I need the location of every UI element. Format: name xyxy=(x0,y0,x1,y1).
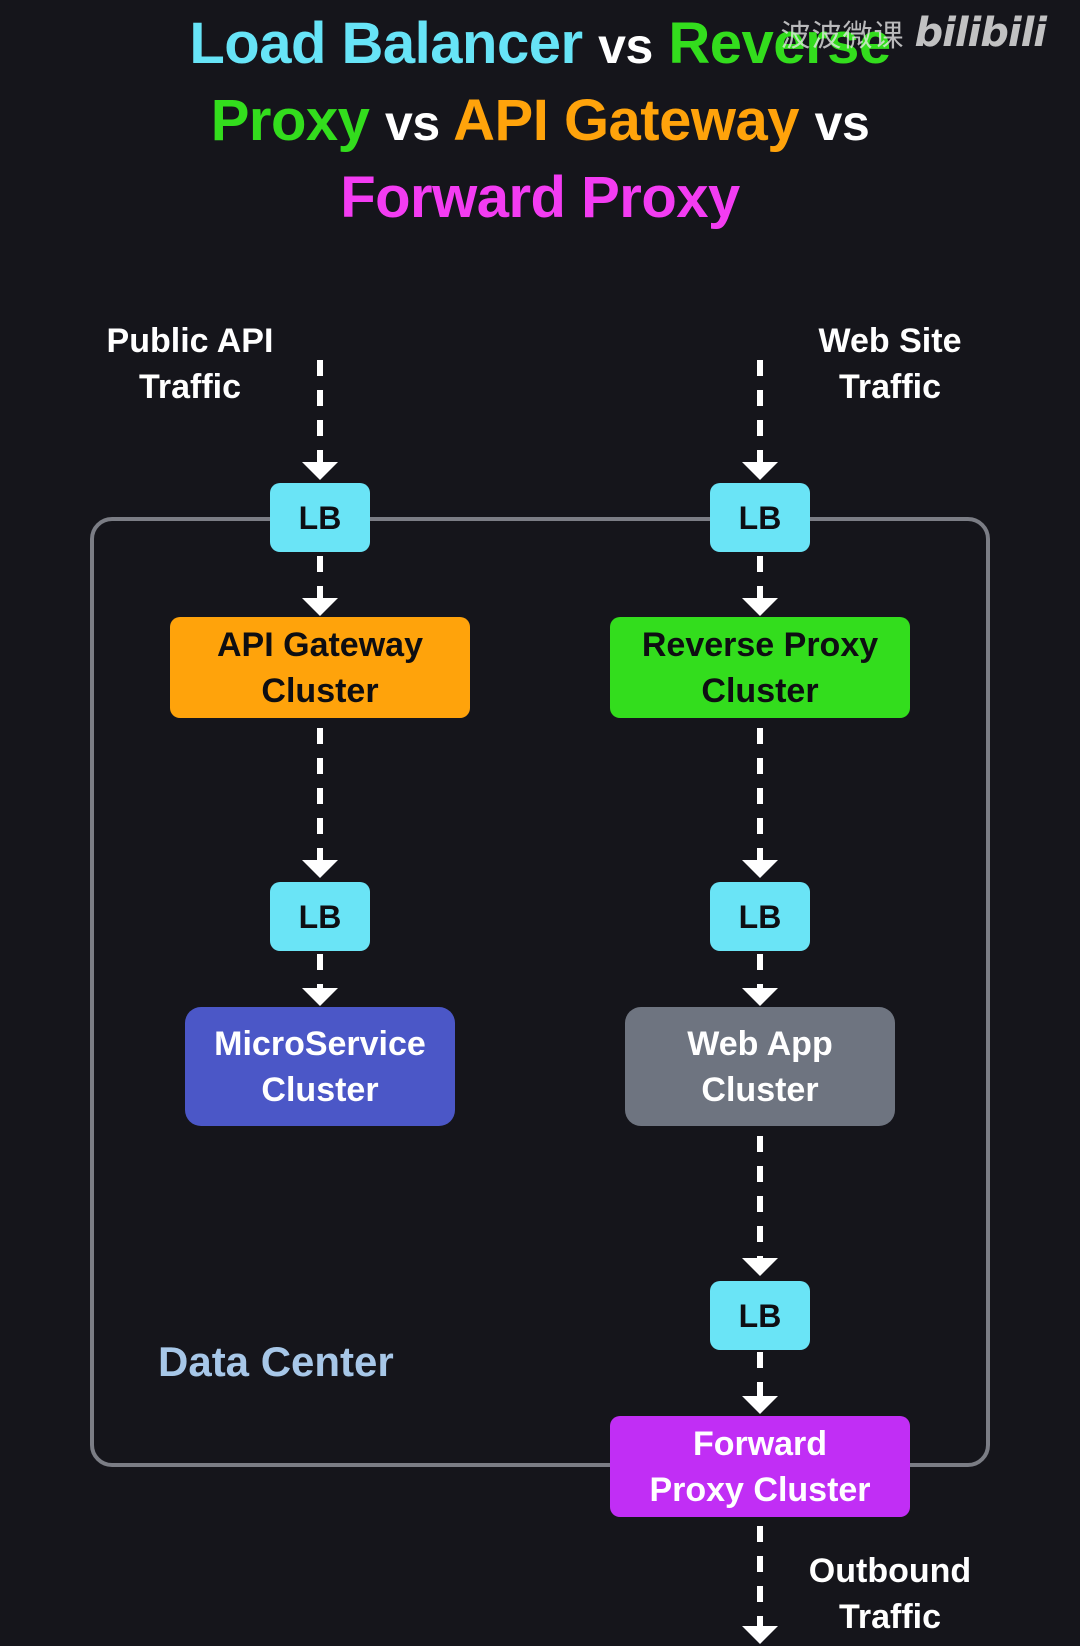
title-line-2: Proxy vs API Gateway vs xyxy=(0,83,1080,161)
arrowhead xyxy=(742,860,778,878)
microservice-cluster: MicroService Cluster xyxy=(185,1007,455,1126)
public-api-traffic-label: Public API Traffic xyxy=(106,322,274,406)
bilibili-logo: bilibili xyxy=(914,10,1047,56)
title-line-3: Forward Proxy xyxy=(0,160,1080,236)
arrowhead xyxy=(302,988,338,1006)
title-load-balancer: Load Balancer xyxy=(189,11,583,76)
data-center-box xyxy=(90,517,990,1467)
title-line-1: Load Balancer vs Reverse xyxy=(0,6,1080,84)
title-vs: vs xyxy=(385,95,440,151)
title-reverse: Reverse xyxy=(668,11,891,76)
load-balancer-node: LB xyxy=(270,882,370,951)
title-vs: vs xyxy=(598,18,653,74)
web-app-cluster: Web App Cluster xyxy=(625,1007,895,1126)
data-center-label: Data Center xyxy=(158,1338,394,1385)
arrowhead xyxy=(742,1396,778,1414)
website-traffic-label: Web Site Traffic xyxy=(818,322,962,406)
arrowhead xyxy=(742,1258,778,1276)
arrowhead xyxy=(742,598,778,616)
load-balancer-node: LB xyxy=(270,483,370,552)
title-api-gateway: API Gateway xyxy=(453,88,800,153)
title-forward-proxy: Forward Proxy xyxy=(340,165,740,230)
load-balancer-node: LB xyxy=(710,1281,810,1350)
outbound-traffic-label: Outbound Traffic xyxy=(808,1552,972,1636)
arrowhead xyxy=(302,462,338,480)
arrowhead xyxy=(742,1626,778,1644)
api-gateway-cluster: API Gateway Cluster xyxy=(170,617,470,718)
title-vs: vs xyxy=(814,95,870,151)
arrowhead xyxy=(742,988,778,1006)
arrowhead xyxy=(302,598,338,616)
watermark: 波波微课 bilibili xyxy=(780,10,1047,56)
load-balancer-node: LB xyxy=(710,483,810,552)
load-balancer-node: LB xyxy=(710,882,810,951)
arrowhead xyxy=(302,860,338,878)
title-proxy: Proxy xyxy=(210,88,370,153)
reverse-proxy-cluster: Reverse Proxy Cluster xyxy=(610,617,910,718)
arrowhead xyxy=(742,462,778,480)
forward-proxy-cluster: Forward Proxy Cluster xyxy=(610,1416,910,1517)
watermark-text: 波波微课 xyxy=(780,19,905,54)
